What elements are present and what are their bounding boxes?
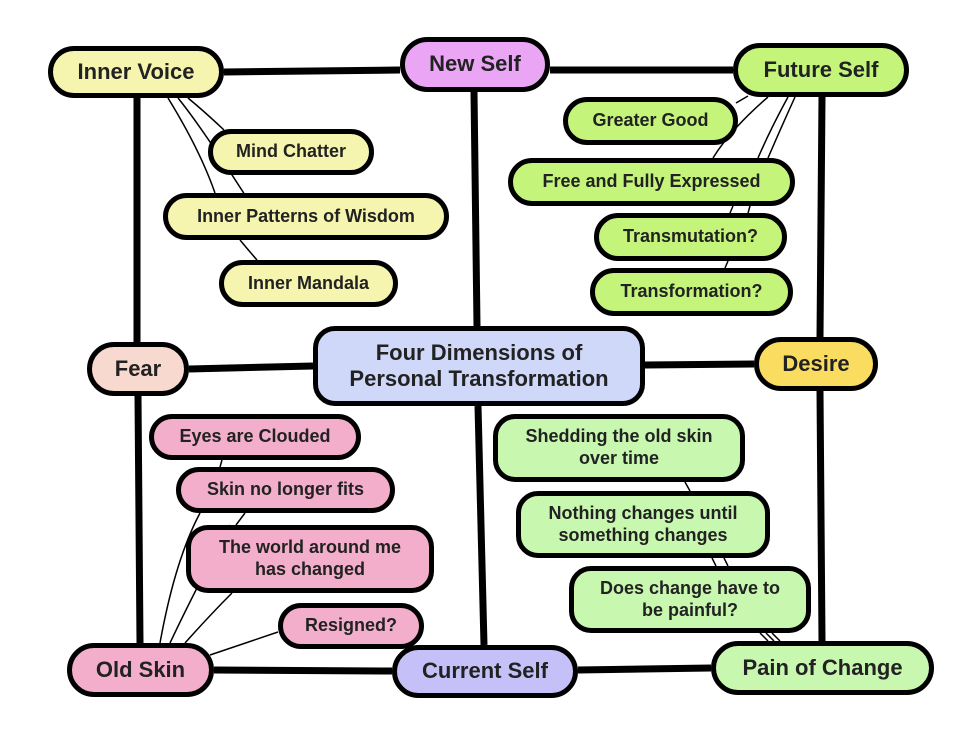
node-label: Inner Mandala — [247, 272, 370, 293]
node-label-line2: over time — [578, 448, 660, 468]
node-old-skin[interactable]: Old Skin — [67, 643, 214, 697]
node-skin-no-longer-fits[interactable]: Skin no longer fits — [176, 467, 395, 513]
node-label: Future Self — [763, 56, 879, 82]
node-inner-mandala[interactable]: Inner Mandala — [219, 260, 398, 307]
node-new-self[interactable]: New Self — [400, 37, 550, 92]
node-mind-chatter[interactable]: Mind Chatter — [208, 129, 374, 175]
node-label: Transformation? — [620, 281, 763, 302]
link-innervoice-mindchatter — [187, 97, 225, 131]
link-fear-oldskin — [134, 395, 144, 644]
node-label: Resigned? — [304, 615, 397, 636]
link-fear-center — [188, 362, 314, 373]
link-innervoice-newself — [223, 66, 401, 76]
node-center-topic[interactable]: Four Dimensions of Personal Transformati… — [313, 326, 645, 406]
node-current-self[interactable]: Current Self — [392, 645, 578, 698]
node-desire[interactable]: Desire — [754, 337, 878, 391]
center-title-line1: Four Dimensions of — [375, 339, 583, 365]
link-futureself-transformation — [724, 96, 796, 269]
node-label: Inner Voice — [77, 58, 195, 84]
node-does-change-have-to-be-painful[interactable]: Does change have to be painful? — [569, 566, 811, 633]
node-label: New Self — [429, 51, 521, 77]
node-label: Current Self — [422, 658, 548, 684]
node-fear[interactable]: Fear — [87, 342, 189, 396]
link-pain-nothing — [711, 557, 729, 567]
link-center-desire — [644, 360, 755, 369]
node-greater-good[interactable]: Greater Good — [563, 97, 738, 145]
link-pain-shedding — [684, 481, 691, 492]
node-label: Transmutation? — [622, 226, 758, 247]
node-label: Eyes are Clouded — [179, 426, 331, 447]
link-pain-does — [759, 632, 781, 642]
node-eyes-are-clouded[interactable]: Eyes are Clouded — [149, 414, 361, 460]
node-label-line1: Does change have to — [599, 577, 781, 598]
link-desire-painofchange — [816, 390, 826, 642]
center-title-line2: Personal Transformation — [349, 366, 609, 391]
link-oldskin-eyes — [159, 459, 223, 644]
link-futureself-greatergood — [735, 95, 749, 104]
node-future-self[interactable]: Future Self — [733, 43, 909, 97]
link-currentself-painofchange — [577, 664, 712, 674]
node-transformation[interactable]: Transformation? — [590, 268, 793, 316]
node-resigned[interactable]: Resigned? — [278, 603, 424, 649]
node-label: Desire — [782, 350, 850, 376]
node-inner-voice[interactable]: Inner Voice — [48, 46, 224, 98]
node-label-line2: has changed — [254, 559, 365, 579]
node-label: Skin no longer fits — [206, 479, 364, 500]
link-oldskin-resigned — [209, 631, 279, 656]
node-transmutation[interactable]: Transmutation? — [594, 213, 787, 261]
node-nothing-changes[interactable]: Nothing changes until something changes — [516, 491, 770, 558]
node-pain-of-change[interactable]: Pain of Change — [711, 641, 934, 695]
node-free-and-fully-expressed[interactable]: Free and Fully Expressed — [508, 158, 795, 206]
link-innervoice-patterns — [177, 97, 246, 196]
link-center-currentself — [474, 405, 488, 646]
link-innervoice-mandala — [167, 97, 258, 261]
node-label: Old Skin — [95, 656, 186, 682]
node-inner-patterns-of-wisdom[interactable]: Inner Patterns of Wisdom — [163, 193, 449, 240]
link-futureself-desire — [816, 96, 826, 338]
link-futureself-transmutation — [729, 96, 789, 214]
node-label-line1: Shedding the old skin — [525, 426, 713, 447]
node-shedding-old-skin[interactable]: Shedding the old skin over time — [493, 414, 745, 482]
node-label-line1: Nothing changes until — [548, 502, 738, 523]
node-label: Free and Fully Expressed — [542, 171, 761, 192]
node-label-line2: something changes — [558, 524, 728, 545]
node-label: Inner Patterns of Wisdom — [197, 205, 415, 226]
link-oldskin-currentself — [213, 666, 393, 675]
link-newself-center — [470, 91, 481, 327]
node-label-line2: be painful? — [642, 599, 738, 620]
node-label: Mind Chatter — [236, 141, 346, 162]
node-world-has-changed[interactable]: The world around me has changed — [186, 525, 434, 593]
node-label: Greater Good — [592, 110, 709, 131]
link-oldskin-world — [184, 592, 233, 644]
node-label-line1: The world around me — [218, 537, 401, 558]
node-label: Fear — [114, 355, 162, 381]
node-label: Pain of Change — [742, 654, 903, 680]
